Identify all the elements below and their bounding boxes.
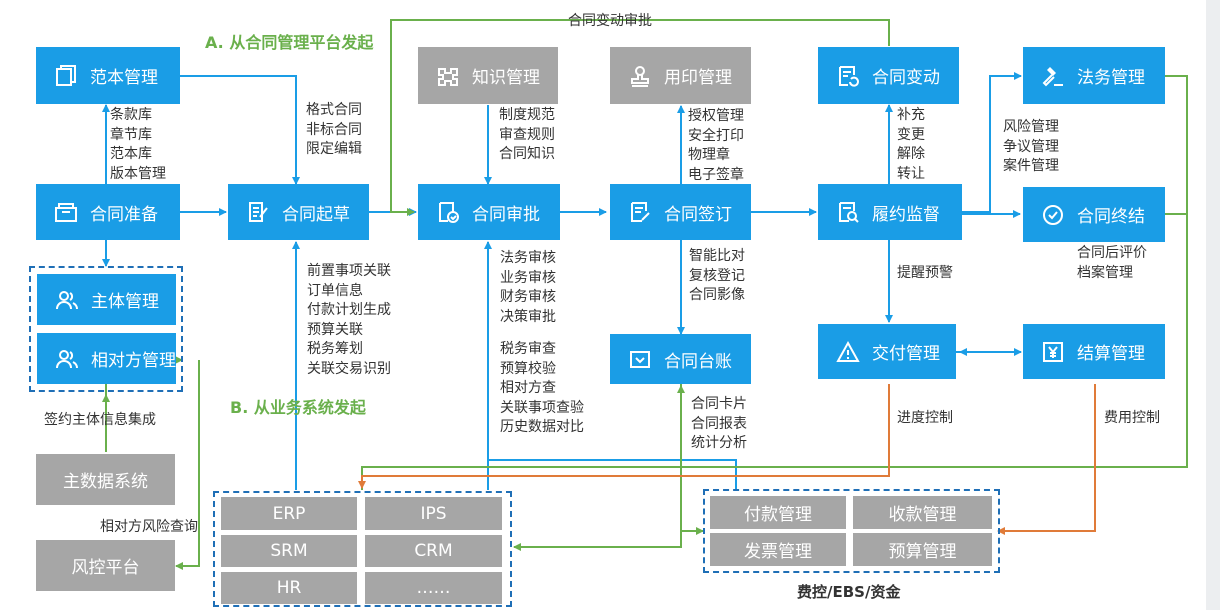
arrow-risk-counterparty: [175, 360, 200, 570]
system-hr[interactable]: HR: [221, 572, 357, 604]
arrow-monitor-legal: [962, 72, 1022, 213]
node-risk-platform[interactable]: 风控平台: [36, 540, 175, 591]
node-master-data-system[interactable]: 主数据系统: [36, 454, 175, 505]
node-legal-management[interactable]: 法务管理: [1023, 47, 1165, 104]
sign-items: 智能比对复核登记合同影像: [689, 248, 745, 303]
change-items: 补充变更解除转让: [897, 107, 925, 182]
finance-caption: 费控/EBS/资金: [797, 583, 901, 601]
right-edge-strip: [1206, 0, 1220, 610]
refresh-doc-icon: [839, 65, 859, 87]
edit-icon: [249, 202, 268, 222]
node-seal-management[interactable]: 用印管理: [610, 47, 751, 104]
arrow-template-draft: [180, 75, 300, 185]
subject-group-box: [29, 266, 183, 392]
node-template-management[interactable]: 范本管理: [36, 47, 180, 104]
search-doc-icon: [839, 202, 859, 223]
node-performance-monitor[interactable]: 履约监督: [818, 184, 962, 240]
title-from-platform: A. 从合同管理平台发起: [205, 33, 374, 52]
draft-items: 格式合同非标合同限定编辑: [306, 102, 362, 157]
node-knowledge-management[interactable]: 知识管理: [418, 47, 558, 104]
counterparty-risk-label: 相对方风险查询: [100, 519, 198, 535]
arrow-legal-terminate-systems: [361, 75, 1188, 490]
stamp-icon: [631, 65, 649, 87]
node-label: 主体管理: [91, 292, 159, 312]
finance-systems-box: [703, 489, 1000, 573]
draft-inputs: 前置事项关联订单信息付款计划生成预算关联税务筹划关联交易识别: [307, 263, 391, 377]
yen-icon: [1043, 341, 1063, 362]
monitor-alert-label: 提醒预警: [897, 265, 953, 281]
system-erp[interactable]: ERP: [221, 497, 357, 530]
node-label: 合同审批: [472, 204, 540, 225]
system-ips[interactable]: IPS: [365, 497, 502, 530]
subject-integration-label: 签约主体信息集成: [44, 412, 156, 428]
inbox-icon: [630, 351, 650, 368]
system-receipt[interactable]: 收款管理: [853, 496, 992, 529]
sign-doc-icon: [631, 202, 650, 222]
node-label: 合同终结: [1077, 207, 1145, 227]
node-settlement-management[interactable]: 结算管理: [1023, 324, 1165, 379]
node-subject-management[interactable]: 主体管理: [37, 274, 176, 325]
warning-icon: [836, 340, 860, 362]
title-from-business: B. 从业务系统发起: [230, 398, 366, 417]
ledger-items: 合同卡片合同报表统计分析: [691, 396, 747, 451]
folder-icon: [55, 203, 77, 222]
node-contract-draft[interactable]: 合同起草: [228, 184, 369, 240]
system-srm[interactable]: SRM: [221, 535, 357, 567]
system-payment[interactable]: 付款管理: [710, 496, 846, 529]
node-contract-approve[interactable]: 合同审批: [418, 184, 560, 240]
business-systems-box: [213, 491, 512, 607]
terminate-items: 合同后评价档案管理: [1077, 245, 1147, 281]
node-label: 用印管理: [664, 68, 732, 88]
gavel-icon: [1042, 66, 1063, 86]
knowledge-items: 制度规范审查规则合同知识: [499, 107, 555, 162]
system-invoice[interactable]: 发票管理: [710, 533, 846, 566]
node-label: 相对方管理: [91, 351, 176, 371]
change-approval-label: 合同变动审批: [568, 13, 652, 29]
node-contract-ledger[interactable]: 合同台账: [610, 334, 751, 384]
system-more[interactable]: ……: [365, 572, 502, 604]
check-doc-icon: [439, 202, 459, 223]
node-label: 知识管理: [472, 68, 540, 88]
puzzle-icon: [438, 67, 458, 86]
template-items: 条款库章节库范本库版本管理: [110, 107, 166, 182]
system-budget[interactable]: 预算管理: [853, 533, 992, 566]
node-contract-change[interactable]: 合同变动: [818, 47, 959, 104]
node-contract-sign[interactable]: 合同签订: [610, 184, 751, 240]
node-label: 交付管理: [872, 344, 940, 364]
node-label: 合同签订: [664, 204, 732, 225]
node-label: 结算管理: [1077, 344, 1145, 364]
approve-items-1: 法务审核业务审核财务审核决策审批: [500, 250, 556, 325]
system-crm[interactable]: CRM: [365, 535, 502, 567]
legal-items: 风险管理争议管理案件管理: [1003, 119, 1059, 174]
node-counterparty-management[interactable]: 相对方管理: [37, 333, 176, 384]
users-icon: [56, 349, 78, 368]
cost-control-label: 费用控制: [1104, 410, 1160, 426]
node-label: 合同准备: [90, 204, 158, 225]
node-label: 范本管理: [90, 68, 158, 88]
progress-control-label: 进度控制: [897, 410, 953, 426]
arrow-change-approval-loop: [390, 19, 890, 216]
node-label: 法务管理: [1077, 68, 1145, 88]
node-label: 合同起草: [282, 204, 350, 225]
node-contract-prepare[interactable]: 合同准备: [36, 184, 180, 240]
arrow-delivery-systems: [358, 384, 890, 489]
node-label: 履约监督: [872, 204, 940, 225]
check-circle-icon: [1043, 204, 1063, 225]
node-label: 合同变动: [872, 68, 940, 88]
arrow-settlement-finance: [997, 384, 1096, 535]
node-label: 合同台账: [664, 351, 732, 372]
arrow-approve-finance: [488, 459, 737, 490]
node-contract-terminate[interactable]: 合同终结: [1023, 187, 1165, 242]
users-icon: [56, 290, 78, 309]
approve-items-2: 税务审查预算校验相对方查关联事项查验历史数据对比: [500, 341, 584, 435]
copy-icon: [56, 64, 76, 86]
seal-items: 授权管理安全打印物理章电子签章: [688, 108, 744, 183]
node-delivery-management[interactable]: 交付管理: [818, 324, 956, 379]
